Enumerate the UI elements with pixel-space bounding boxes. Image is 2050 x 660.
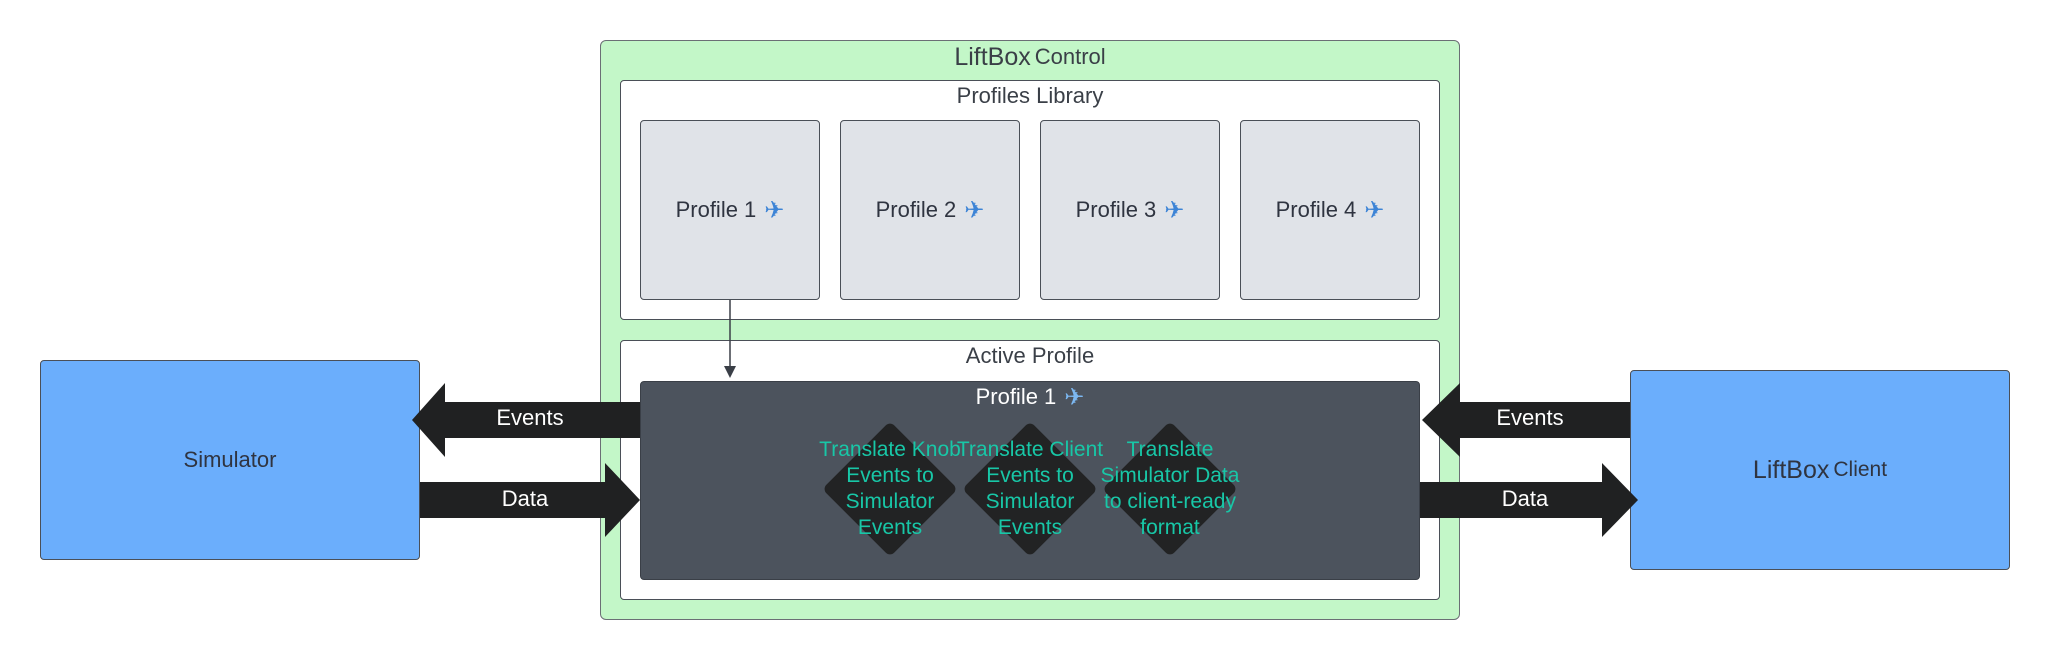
simulator-label: Simulator bbox=[183, 447, 277, 472]
active-profile-title: Active Profile bbox=[965, 343, 1095, 368]
profile-label: Profile 3 bbox=[1075, 197, 1157, 222]
airplane-icon: ✈ bbox=[964, 196, 985, 224]
simulator-box: Simulator bbox=[40, 360, 420, 560]
data-arrow-right-label: Data bbox=[1501, 486, 1549, 511]
profiles-library-title: Profiles Library bbox=[956, 83, 1104, 108]
events-arrow-left bbox=[412, 383, 640, 457]
step-text-3: Translate Simulator Data to client-ready… bbox=[1100, 438, 1240, 539]
control-title-sub: Control bbox=[1034, 44, 1106, 69]
airplane-icon: ✈ bbox=[1064, 383, 1085, 411]
active-profile-card-title: Profile 1 ✈ bbox=[640, 381, 1420, 413]
profile-label: Profile 2 bbox=[875, 197, 957, 222]
client-label-main: LiftBox bbox=[1752, 455, 1830, 484]
profile-card-1[interactable]: Profile 1 ✈ bbox=[640, 120, 820, 300]
data-arrow-left bbox=[420, 463, 640, 537]
profile-label: Profile 1 bbox=[675, 197, 757, 222]
events-arrow-right bbox=[1422, 383, 1630, 457]
airplane-icon: ✈ bbox=[1164, 196, 1185, 224]
step-text-2: Translate Client Events to Simulator Eve… bbox=[956, 438, 1104, 539]
liftbox-client-box: LiftBox Client bbox=[1630, 370, 2010, 570]
profile-card-4[interactable]: Profile 4 ✈ bbox=[1240, 120, 1420, 300]
profile-label: Profile 4 bbox=[1275, 197, 1357, 222]
data-arrow-left-label: Data bbox=[501, 486, 549, 511]
liftbox-control-title: LiftBox Control bbox=[600, 40, 1460, 74]
step-text-1: Translate Knob Events to Simulator Event… bbox=[819, 438, 961, 539]
airplane-icon: ✈ bbox=[1364, 196, 1385, 224]
airplane-icon: ✈ bbox=[764, 196, 785, 224]
profile-card-2[interactable]: Profile 2 ✈ bbox=[840, 120, 1020, 300]
client-label-sub: Client bbox=[1833, 458, 1888, 481]
control-title-main: LiftBox bbox=[954, 42, 1031, 71]
events-arrow-right-label: Events bbox=[1496, 405, 1564, 430]
events-arrow-left-label: Events bbox=[496, 405, 564, 430]
profile-card-3[interactable]: Profile 3 ✈ bbox=[1040, 120, 1220, 300]
active-profile-label: Profile 1 bbox=[975, 384, 1057, 409]
data-arrow-right bbox=[1420, 463, 1638, 537]
